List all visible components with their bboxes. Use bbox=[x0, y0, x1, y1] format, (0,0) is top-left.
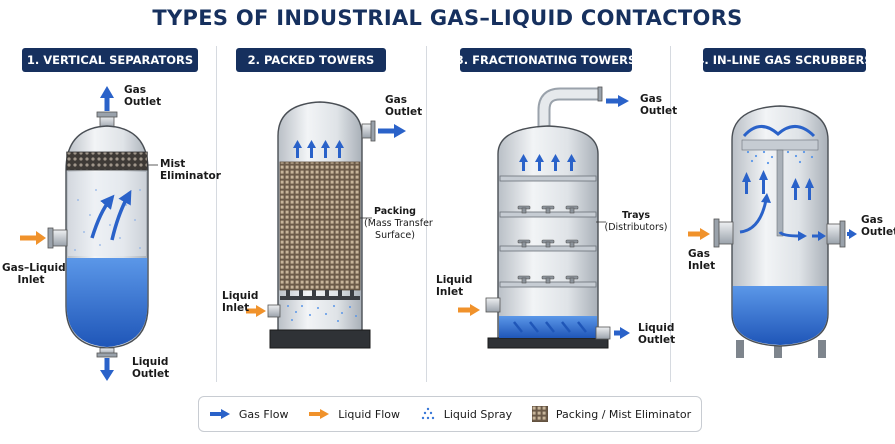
trays-label: Trays(Distributors) bbox=[604, 210, 668, 233]
legend-packing: Packing / Mist Eliminator bbox=[531, 406, 692, 422]
fractionating-tower-vessel bbox=[485, 86, 611, 349]
separator-outlet-arrows bbox=[20, 86, 114, 381]
packed-tower-vessel bbox=[267, 101, 376, 349]
liquid-flow-arrow-icon bbox=[309, 409, 330, 419]
page-title: TYPES OF INDUSTRIAL GAS–LIQUID CONTACTOR… bbox=[152, 6, 743, 30]
legend-packing-label: Packing / Mist Eliminator bbox=[555, 407, 692, 421]
legend-liquid-flow-label: Liquid Flow bbox=[338, 407, 400, 421]
separator-gas-arrows bbox=[90, 189, 132, 241]
divider-2 bbox=[426, 46, 427, 382]
panel-2-heading: 2. PACKED TOWERS bbox=[236, 48, 386, 72]
panel-1-heading: 1. VERTICAL SEPARATORS bbox=[22, 48, 198, 72]
legend-gas-flow-label: Gas Flow bbox=[238, 407, 289, 421]
packing-mesh-icon bbox=[531, 406, 548, 422]
legend-liquid-flow: Liquid Flow bbox=[308, 408, 400, 421]
legend-gas-flow: Gas Flow bbox=[209, 407, 289, 421]
vertical-separator-vessel bbox=[47, 111, 149, 358]
legend: Gas Flow Liquid Flow Liquid Spray Packin… bbox=[198, 396, 702, 432]
gas-flow-arrow-icon bbox=[209, 409, 230, 419]
divider-3 bbox=[670, 46, 671, 382]
legend-liquid-spray: Liquid Spray bbox=[420, 407, 512, 421]
legend-liquid-spray-label: Liquid Spray bbox=[443, 407, 513, 421]
gas-scrubber-arrows bbox=[688, 228, 857, 240]
panel-3-heading: 3. FRACTIONATING TOWERS bbox=[456, 48, 636, 72]
fractionating-tower-arrows bbox=[458, 95, 630, 339]
panel-4-heading: 4. IN-LINE GAS SCRUBBERS bbox=[696, 48, 873, 72]
gas-scrubber-vessel bbox=[713, 105, 846, 358]
liquid-spray-icon bbox=[421, 407, 434, 420]
divider-1 bbox=[216, 46, 217, 382]
packed-tower-arrows bbox=[246, 124, 406, 317]
